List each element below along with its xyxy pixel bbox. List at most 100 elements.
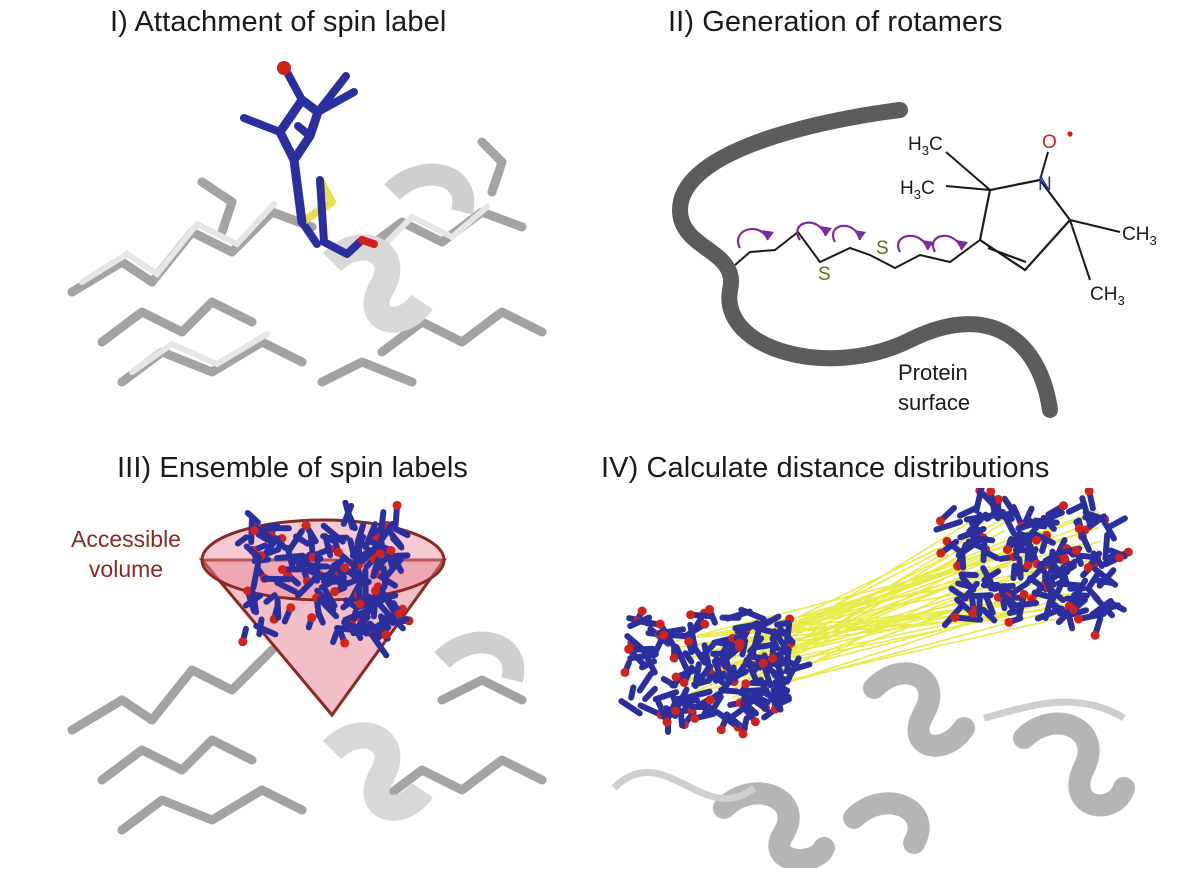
site-2-oxygen-atom <box>1115 553 1124 562</box>
site-2-oxygen-atom <box>1032 536 1041 545</box>
spin-label-ensemble-site-1 <box>620 605 809 739</box>
site-1-oxygen-atom <box>706 695 715 704</box>
site-2-bond <box>1069 505 1083 512</box>
ensemble-bond <box>277 556 303 558</box>
site-2-oxygen-atom <box>968 609 977 618</box>
site-1-bond <box>631 687 633 697</box>
site-1-oxygen-atom <box>684 637 693 646</box>
atom-label-ch3-right: CH3 <box>1122 224 1157 248</box>
ensemble-bond <box>278 600 279 617</box>
site-1-bond <box>640 674 651 691</box>
site-1-bond <box>753 632 758 653</box>
ensemble-bond <box>323 536 333 541</box>
ensemble-oxygen-atom <box>307 613 316 622</box>
site-2-oxygen-atom <box>1091 631 1100 640</box>
helix-ribbon <box>332 735 422 807</box>
ring-double-bond <box>988 248 1026 262</box>
site-1-oxygen-atom <box>741 679 750 688</box>
ensemble-bond <box>333 632 337 642</box>
site-2-oxygen-atom <box>936 549 945 558</box>
site-1-bond <box>741 610 763 619</box>
site-1-oxygen-atom <box>656 620 665 629</box>
ensemble-oxygen-atom <box>330 587 339 596</box>
protein-surface-curve <box>680 110 1050 410</box>
site-1-oxygen-atom <box>663 718 672 727</box>
atom-label-h3c-mid: H3C <box>900 178 935 202</box>
site-2-oxygen-atom <box>1074 615 1083 624</box>
site-1-oxygen-atom <box>717 725 726 734</box>
site-1-bond <box>681 702 693 706</box>
site-2-bond <box>1109 518 1125 527</box>
ensemble-oxygen-atom <box>393 501 402 510</box>
ensemble-oxygen-atom <box>334 548 343 557</box>
site-1-oxygen-atom <box>620 668 629 677</box>
ensemble-oxygen-atom <box>382 630 391 639</box>
site-1-oxygen-atom <box>686 610 695 619</box>
site-2-bond <box>979 596 980 614</box>
ensemble-bond <box>381 596 396 598</box>
site-2-oxygen-atom <box>1075 524 1084 533</box>
site-1-bond <box>681 711 682 725</box>
spin-label-ensemble-site-2 <box>936 488 1133 640</box>
annotation-line-1: Accessible <box>52 524 200 554</box>
tether-bond <box>735 232 980 268</box>
site-1-oxygen-atom <box>735 639 744 648</box>
site-2-bond <box>1088 589 1097 599</box>
panel-2-diagram: H3C H3C CH3 CH3 N O S S Protein surface <box>650 90 1170 430</box>
site-1-bond <box>732 708 744 717</box>
site-2-oxygen-atom <box>1003 545 1012 554</box>
ensemble-oxygen-atom <box>375 549 384 558</box>
ensemble-bond <box>350 540 354 555</box>
site-1-oxygen-atom <box>768 654 777 663</box>
ensemble-oxygen-atom <box>238 637 247 646</box>
ensemble-oxygen-atom <box>340 639 349 648</box>
atom-label-h3c-top: H3C <box>908 134 943 158</box>
ensemble-oxygen-atom <box>250 526 259 535</box>
atom-label-oxygen: O <box>1042 132 1057 153</box>
site-1-bond <box>775 682 779 694</box>
panel-1-title: I) Attachment of spin label <box>110 6 446 39</box>
site-2-oxygen-atom <box>1004 618 1013 627</box>
site-2-bond <box>1019 559 1020 577</box>
panel-3-title: III) Ensemble of spin labels <box>117 452 468 485</box>
site-1-oxygen-atom <box>705 605 714 614</box>
site-2-oxygen-atom <box>1023 561 1032 570</box>
site-2-bond <box>1034 525 1044 526</box>
helix-ribbon <box>332 247 422 319</box>
annotation-line-2: volume <box>52 554 200 584</box>
site-1-oxygen-atom <box>624 645 633 654</box>
site-1-bond <box>735 625 754 628</box>
site-2-bond <box>983 541 984 560</box>
ensemble-oxygen-atom <box>387 546 396 555</box>
panel-1-molecule-render <box>62 52 552 400</box>
site-1-oxygen-atom <box>671 706 680 715</box>
site-2-oxygen-atom <box>1072 546 1081 555</box>
atom-label-ch3-bottom: CH3 <box>1090 284 1125 308</box>
ensemble-bond <box>393 619 407 623</box>
atom-label-sulfur-1: S <box>818 264 831 285</box>
panel-4-distance-render <box>604 488 1136 868</box>
site-1-oxygen-atom <box>659 631 668 640</box>
site-1-oxygen-atom <box>638 607 647 616</box>
site-2-oxygen-atom <box>1059 501 1068 510</box>
atom-label-sulfur-2: S <box>876 238 889 259</box>
helix-ribbon <box>442 643 513 680</box>
site-2-bond <box>963 556 964 568</box>
site-1-oxygen-atom <box>700 620 709 629</box>
panel-2-title: II) Generation of rotamers <box>668 6 1003 39</box>
ensemble-bond <box>259 619 261 634</box>
site-2-oxygen-atom <box>950 613 959 622</box>
ensemble-oxygen-atom <box>356 599 365 608</box>
site-2-bond <box>958 583 969 586</box>
helix-ribbon <box>392 175 463 212</box>
site-1-oxygen-atom <box>759 659 768 668</box>
protein-surface-label-1: Protein <box>898 360 968 385</box>
ensemble-oxygen-atom <box>286 603 295 612</box>
site-2-oxygen-atom <box>1020 590 1029 599</box>
site-2-bond <box>1074 595 1087 596</box>
site-2-bond <box>1013 566 1014 579</box>
site-2-bond <box>1105 535 1107 558</box>
site-1-bond <box>696 664 699 686</box>
ensemble-bond <box>382 512 384 527</box>
site-1-oxygen-atom <box>672 673 681 682</box>
